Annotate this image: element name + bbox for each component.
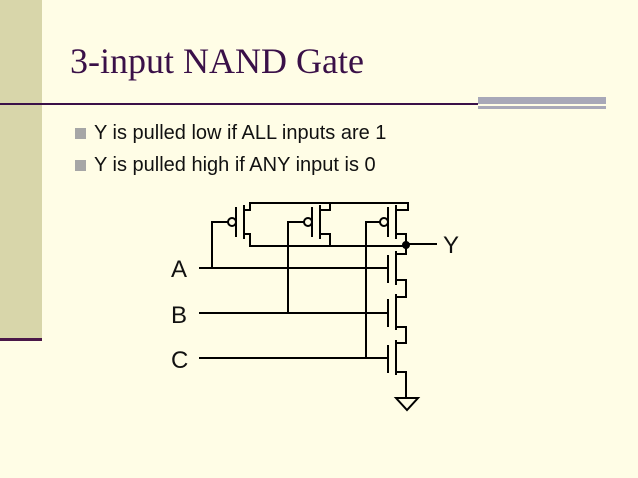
bullet-text: Y is pulled high if ANY input is 0 <box>94 153 376 176</box>
input-label-b: B <box>171 302 187 329</box>
sidebar-rule <box>0 338 42 341</box>
input-label-a: A <box>171 256 187 283</box>
ground-icon <box>393 397 421 412</box>
bullet-item: Y is pulled low if ALL inputs are 1 <box>75 117 386 149</box>
title-rule-accent <box>478 97 606 104</box>
output-label-y: Y <box>443 232 459 259</box>
square-bullet-icon <box>75 127 86 139</box>
nmos-transistor-b <box>387 294 407 344</box>
pmos-transistor-a <box>211 202 251 269</box>
sidebar-decoration <box>0 0 42 340</box>
bullet-list: Y is pulled low if ALL inputs are 1 Y is… <box>75 117 386 181</box>
input-label-c: C <box>171 347 188 374</box>
pmos-transistor-b <box>287 202 331 314</box>
title-rule <box>0 103 478 105</box>
nmos-transistor-c <box>387 340 407 397</box>
slide-title: 3-input NAND Gate <box>70 41 364 81</box>
square-bullet-icon <box>75 159 86 171</box>
nmos-transistor-a <box>387 245 407 298</box>
bullet-item: Y is pulled high if ANY input is 0 <box>75 149 386 181</box>
title-rule-accent-lower <box>478 106 606 109</box>
pmos-transistor-c <box>365 202 409 359</box>
bullet-text: Y is pulled low if ALL inputs are 1 <box>94 121 387 144</box>
